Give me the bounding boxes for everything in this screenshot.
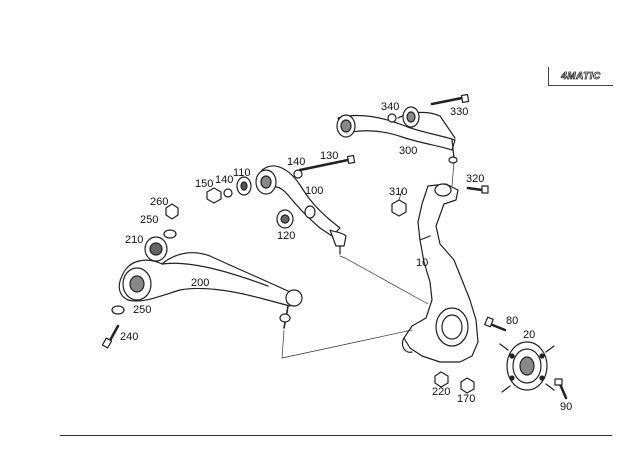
bolt-240	[101, 324, 120, 349]
washer-140-upper	[293, 169, 303, 179]
callout-250-lower: 250	[133, 304, 152, 316]
callout-10: 10	[416, 257, 429, 269]
callout-100: 100	[305, 185, 324, 197]
washer-250-upper	[163, 229, 177, 239]
callout-80: 80	[506, 315, 519, 327]
nut-340	[387, 113, 397, 123]
upper-control-arm	[336, 106, 458, 164]
bolt-90	[554, 378, 568, 400]
bolt-320	[466, 185, 489, 194]
bushing-110	[236, 176, 252, 196]
bolt-130	[298, 154, 356, 172]
callout-90: 90	[560, 401, 573, 413]
callout-170: 170	[457, 393, 476, 405]
callout-140-lower: 140	[215, 174, 234, 186]
callout-20: 20	[523, 329, 536, 341]
bolt-330	[430, 93, 470, 106]
4matic-badge-text: 4MATIC	[561, 70, 601, 82]
steering-knuckle	[401, 183, 479, 363]
nut-150	[206, 187, 222, 204]
callout-110: 110	[233, 167, 251, 179]
bushing-210	[144, 236, 168, 262]
callout-200: 200	[191, 277, 210, 289]
callout-300: 300	[399, 145, 418, 157]
bolt-80	[484, 316, 507, 332]
nut-170	[460, 377, 475, 394]
nut-310	[391, 199, 407, 217]
callout-310: 310	[389, 186, 408, 198]
callout-130: 130	[320, 150, 339, 162]
callout-320: 320	[466, 173, 485, 185]
callout-220: 220	[432, 386, 451, 398]
4matic-badge: 4MATIC	[548, 67, 613, 86]
callout-140-upper: 140	[287, 156, 306, 168]
washer-140-lower	[223, 188, 233, 198]
strut-rod	[255, 165, 347, 255]
bushing-120	[276, 209, 294, 229]
callout-150: 150	[195, 178, 214, 190]
callout-330: 330	[450, 106, 469, 118]
callout-120: 120	[277, 230, 296, 242]
bottom-rule	[60, 435, 612, 436]
callout-210: 210	[125, 234, 144, 246]
nut-260	[165, 203, 179, 220]
lower-control-arm	[118, 252, 303, 329]
wheel-hub	[499, 341, 555, 393]
callout-250-upper: 250	[140, 214, 159, 226]
callout-260: 260	[150, 196, 169, 208]
callout-240: 240	[120, 331, 139, 343]
nut-220	[434, 371, 449, 388]
callout-340: 340	[381, 101, 400, 113]
assembly-lines	[281, 161, 455, 359]
washer-250-lower	[111, 305, 125, 315]
